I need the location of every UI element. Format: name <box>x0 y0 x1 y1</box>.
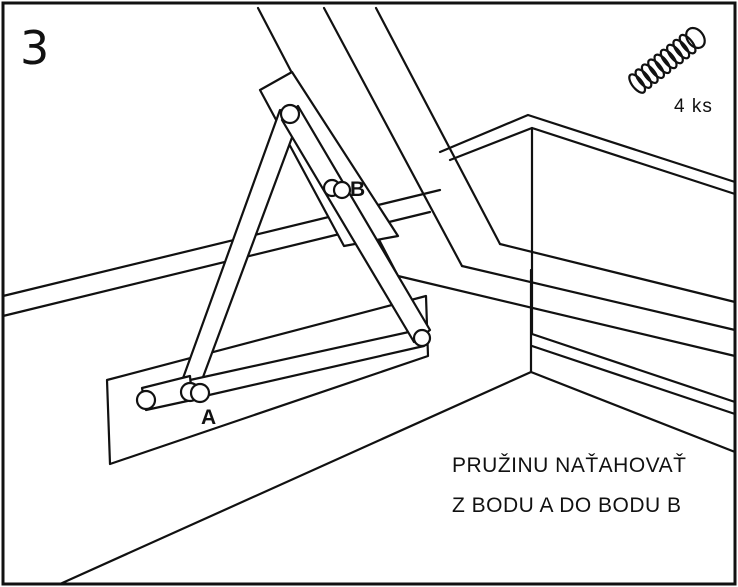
pivot-pins <box>135 103 432 411</box>
instruction-line-1: PRUŽINU NAŤAHOVAŤ <box>452 454 686 477</box>
instruction-line-2: Z BODU A DO BODU B <box>452 494 682 517</box>
spring-icon <box>628 26 706 94</box>
step-number: 3 <box>20 21 49 75</box>
quantity-label: 4 ks <box>674 96 713 117</box>
linkage-arms <box>140 104 432 412</box>
point-b-label: B <box>350 178 365 201</box>
point-a-label: A <box>201 406 216 429</box>
